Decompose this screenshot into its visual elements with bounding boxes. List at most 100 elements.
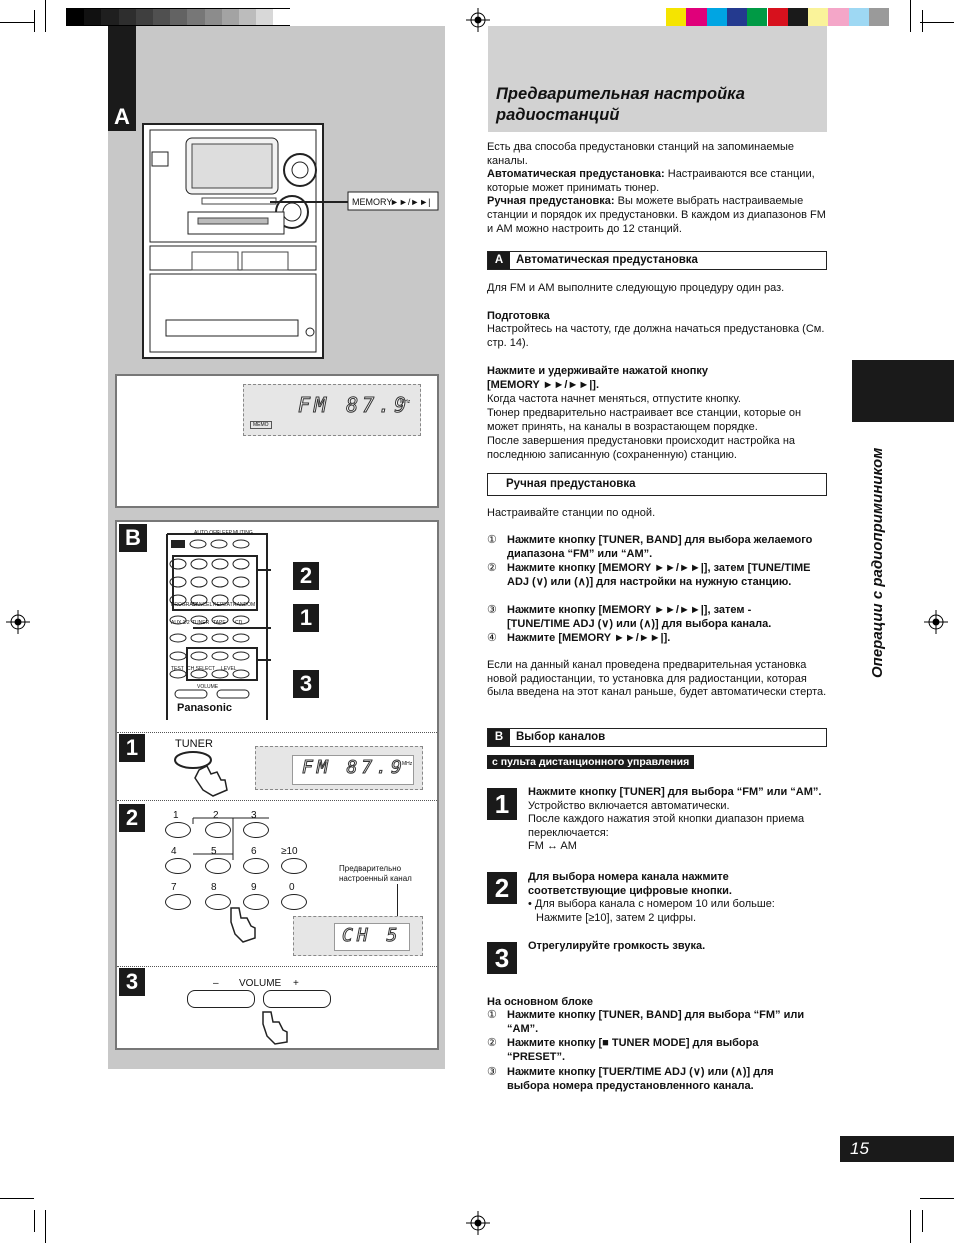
remote-label-auto-off: AUTO OFF [194,530,220,536]
crop-mark [922,1210,923,1232]
key-3[interactable] [243,822,269,838]
remote-label-repeat: REPEAT [213,602,233,608]
remote-label-ch-select: CH SELECT [187,666,216,672]
memory-button-symbol: ►►/►►| [390,197,431,207]
title-box: Предварительная настройка радиостанций [488,26,827,132]
step-1-lcd-unit: MHz [402,761,413,767]
main-unit-step-2-num: ② [487,1037,497,1049]
manual-step-2-text: Нажмите кнопку [MEMORY ►►/►►|], затем [T… [507,562,811,588]
manual-note: Если на данный канал проведена предварит… [487,659,827,699]
intro-manual-text: Вы можете выбрать настраиваемые станции … [487,195,826,235]
volume-up-button[interactable] [263,990,331,1008]
channel-step-2-line-2: Нажмите [≥10], затем 2 цифры. [536,911,697,924]
auto-preset-letter: A [488,252,510,269]
tuner-button-press-icon [174,751,228,797]
volume-down-button[interactable] [187,990,255,1008]
remote-label-cancel: CANCEL [192,602,213,608]
lcd-memo-tag: MEMO [250,421,272,429]
color-swatch [706,8,727,26]
crop-mark [34,1210,35,1232]
remote-label-test: TEST [171,666,184,672]
preset-channel-note: Предварительно настроенный канал [339,864,412,883]
crop-mark [910,0,911,32]
section-a-letter: A [109,104,135,130]
key-10-label: ≥10 [281,846,298,857]
color-swatch [767,8,788,26]
chapter-label: Операции с радиопримиником [845,420,886,680]
remote-label-random: RANDOM [233,602,256,608]
manual-step-2: ② Нажмите кнопку [MEMORY ►►/►►|], затем [… [487,562,822,589]
remote-label-muting: MUTING [233,530,253,536]
intro-paragraph: Есть два способа предустановки станций н… [487,141,829,236]
color-swatch [787,8,809,26]
channel-step-3-title: Отрегулируйте громкость звука. [528,940,706,952]
channel-step-2-title: Для выбора номера канала нажмите соответ… [528,871,732,897]
crop-mark [34,10,35,32]
hold-title: Нажмите и удерживайте нажатой кнопку [ME… [487,365,709,391]
remote-label-sleep: SLEEP [216,530,233,536]
key-7-label: 7 [171,882,177,893]
channel-step-3-badge: 3 [487,942,517,974]
key-7[interactable] [165,894,191,910]
hold-text-2: Тюнер предварительно настраивает все ста… [487,407,802,433]
prep-text: Настройтесь на частоту, где должна начат… [487,323,825,349]
section-b-box: B Panasonic 2 1 3 [115,520,439,1050]
color-swatch [204,9,222,25]
channel-step-2-line-1: • Для выбора канала с номером 10 или бол… [528,898,775,911]
channel-select-header: B Выбор каналов [487,728,827,747]
channel-select-letter: B [488,729,510,746]
prep-title: Подготовка [487,310,550,322]
manual-step-2-num: ② [487,562,497,574]
step-1-badge: 1 [119,734,145,762]
lcd-unit: MHz [400,399,411,405]
grayscale-strip [66,8,291,26]
illustration-panel: A MEMORY ►►/►►| FM 87.9 MHz MEMO B [108,26,445,1069]
key-1-label: 1 [173,810,179,821]
manual-step-4-text: Нажмите [MEMORY ►►/►►|]. [507,632,671,644]
channel-step-1-line-1: Устройство включается автоматически. [528,799,730,812]
key-10[interactable] [281,858,307,874]
color-swatch [135,9,153,25]
channel-select-title: Выбор каналов [516,731,606,743]
remote-label-cd: CD [235,620,243,626]
main-unit-step-1-text: Нажмите кнопку [TUNER, BAND] для выбора … [507,1009,805,1035]
key-5[interactable] [205,858,231,874]
lcd-frequency: FM 87.9 [297,393,411,418]
crop-mark [45,0,46,32]
step-1-lcd-text: FM 87.9 [302,757,406,779]
memory-button-label: MEMORY [352,197,393,207]
channel-step-1-title: Нажмите кнопку [TUNER] для выбора “FM” и… [528,786,822,798]
page-title: Предварительная настройка радиостанций [496,85,745,124]
crop-mark [0,22,34,23]
key-0[interactable] [281,894,307,910]
key-9[interactable] [243,894,269,910]
lcd-display: FM 87.9 MHz MEMO [243,384,421,436]
key-2[interactable] [205,822,231,838]
key-4[interactable] [165,858,191,874]
main-unit-title: На основном блоке [487,996,594,1008]
remote-label-program: PROGRAM [171,602,197,608]
hold-text-1: Когда частота начнет меняться, отпустите… [487,393,741,405]
step-2-lcd-text: CH 5 [341,925,402,947]
color-swatch [273,9,291,25]
remote-label-volume: VOLUME [197,684,219,690]
color-swatch [153,9,171,25]
auto-preset-title: Автоматическая предустановка [516,254,698,266]
key-1[interactable] [165,822,191,838]
numeric-keypad: 1 2 3 4 5 6 ≥10 7 8 9 0 [157,810,337,910]
color-swatch [221,9,239,25]
auto-preset-header: A Автоматическая предустановка [487,251,827,270]
lcd-window [292,755,414,785]
main-unit-step-3-num: ③ [487,1066,497,1078]
key-8[interactable] [205,894,231,910]
key-6[interactable] [243,858,269,874]
channel-step-1-badge: 1 [487,788,517,820]
section-a-display-box: FM 87.9 MHz MEMO [115,374,439,508]
main-unit-step-1-num: ① [487,1009,497,1021]
color-swatch [747,8,768,26]
divider [117,732,437,733]
color-strip [666,8,890,26]
